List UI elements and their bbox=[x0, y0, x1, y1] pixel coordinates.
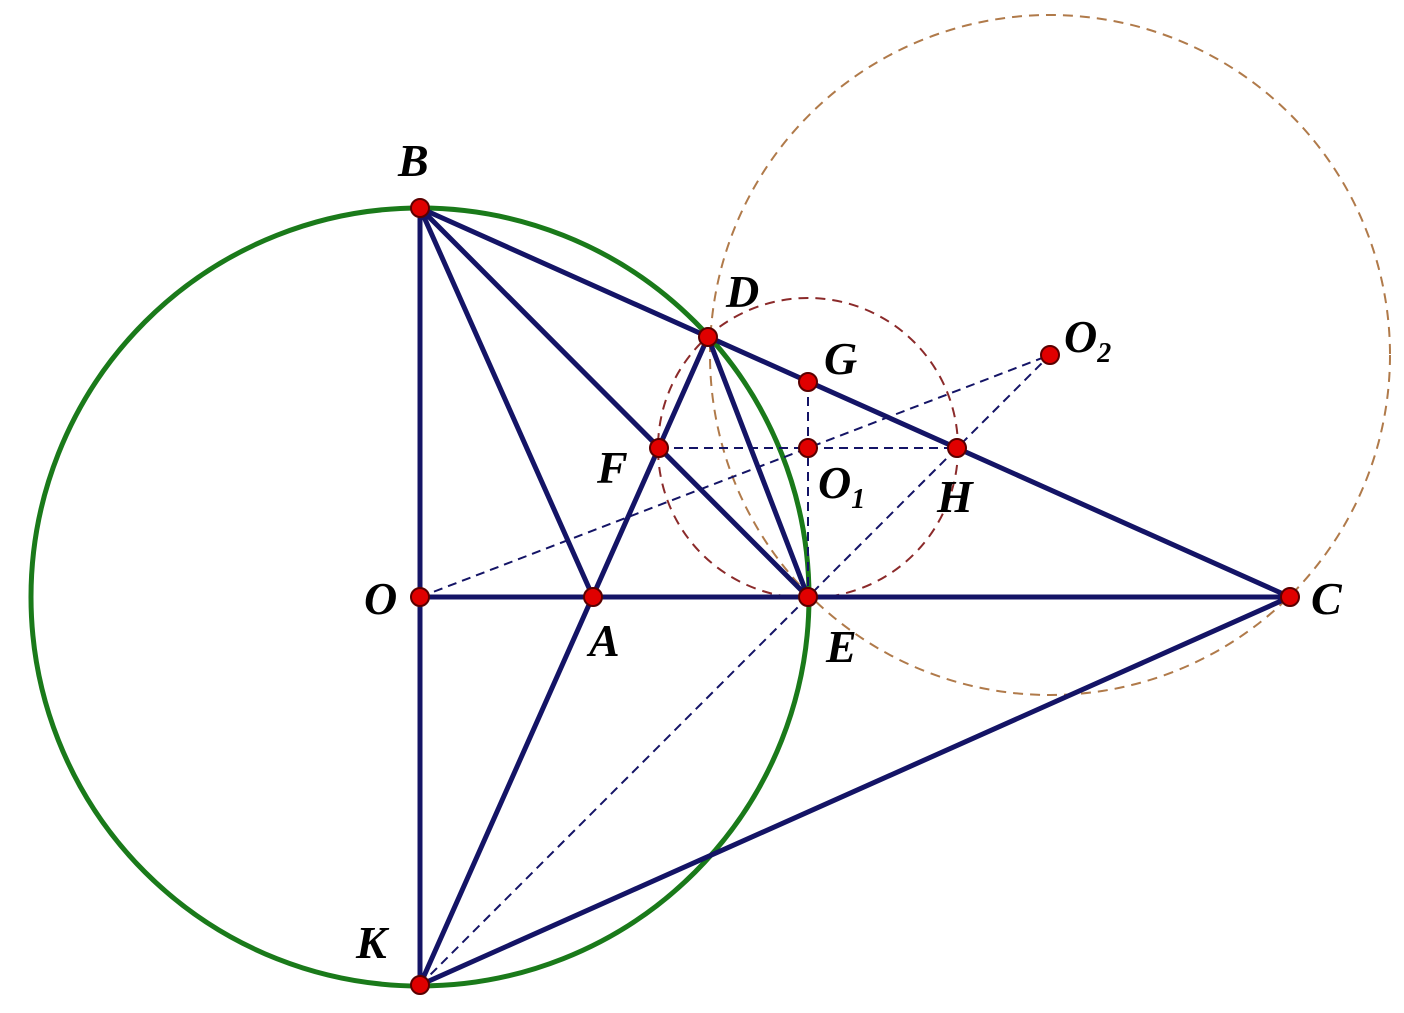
label-c: C bbox=[1311, 573, 1343, 624]
point-k bbox=[410, 975, 430, 995]
label-f: F bbox=[596, 442, 628, 493]
segment-b-c bbox=[417, 205, 1293, 600]
segment-o-o2 bbox=[419, 354, 1051, 598]
label-o1-sub: 1 bbox=[851, 484, 865, 515]
label-o2: O2 bbox=[1064, 311, 1111, 369]
label-a: A bbox=[586, 615, 620, 666]
segment-d-e bbox=[705, 334, 811, 600]
label-e: E bbox=[825, 621, 857, 672]
labels: B D G O2 F O1 H O A E C K bbox=[355, 135, 1343, 968]
point-e bbox=[798, 587, 818, 607]
label-o1-main: O bbox=[818, 457, 851, 508]
label-k: K bbox=[355, 917, 390, 968]
label-o2-sub: 2 bbox=[1096, 338, 1111, 369]
label-b: B bbox=[397, 135, 429, 186]
label-o2-main: O bbox=[1064, 311, 1097, 362]
label-d: D bbox=[725, 266, 759, 317]
dashed-segments bbox=[419, 354, 1051, 986]
label-g: G bbox=[824, 333, 857, 384]
point-a bbox=[583, 587, 603, 607]
solid-segments bbox=[417, 205, 1293, 988]
point-o1 bbox=[798, 438, 818, 458]
segment-k-d bbox=[417, 334, 711, 988]
point-d bbox=[698, 327, 718, 347]
point-o bbox=[410, 587, 430, 607]
points bbox=[410, 198, 1300, 995]
point-o2 bbox=[1040, 345, 1060, 365]
segment-b-e bbox=[417, 205, 811, 600]
segment-b-a bbox=[417, 205, 596, 600]
point-c bbox=[1280, 587, 1300, 607]
point-b bbox=[410, 198, 430, 218]
segment-k-c bbox=[417, 594, 1293, 988]
label-o1: O1 bbox=[818, 457, 865, 515]
label-h: H bbox=[936, 471, 974, 522]
label-o: O bbox=[364, 573, 397, 624]
segment-k-o2 bbox=[419, 354, 1051, 986]
point-g bbox=[798, 372, 818, 392]
point-f bbox=[649, 438, 669, 458]
large-dashed-circle-o2 bbox=[709, 14, 1391, 696]
point-h bbox=[947, 438, 967, 458]
